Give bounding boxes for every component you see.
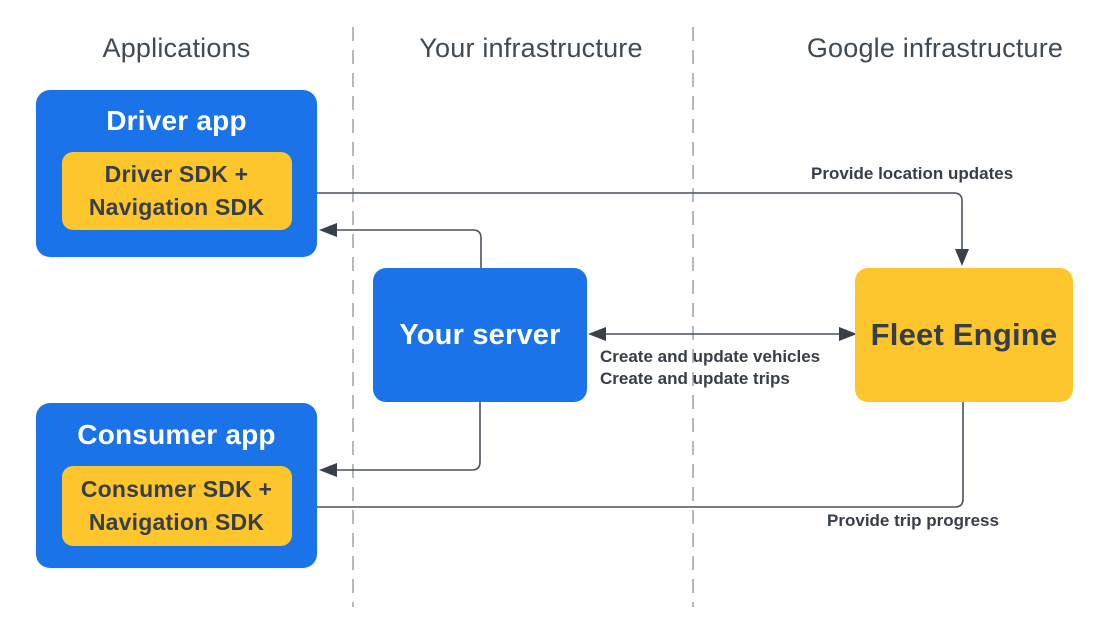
driver-sdk-node: Driver SDK + Navigation SDK — [61, 152, 292, 230]
your-server-node: Your server — [373, 268, 587, 402]
driver-app-title: Driver app — [106, 105, 247, 136]
column-header-google-infrastructure: Google infrastructure — [806, 33, 1064, 63]
consumer-sdk-node: Consumer SDK + Navigation SDK — [61, 466, 292, 546]
column-header-your-infrastructure: Your infrastructure — [419, 33, 643, 63]
fleet-engine-node: Fleet Engine — [855, 268, 1073, 402]
arrow-provide-location-updates — [292, 192, 969, 266]
arrow-provide-trip-progress — [294, 402, 964, 514]
arrow-server-fleet-bidirectional — [588, 327, 857, 341]
label-provide-trip-progress: Provide trip progress — [827, 511, 999, 530]
driver-app-node: Driver app Driver SDK + Navigation SDK — [36, 90, 317, 257]
consumer-sdk-label-line2: Navigation SDK — [88, 509, 265, 535]
consumer-app-node: Consumer app Consumer SDK + Navigation S… — [36, 403, 317, 568]
label-provide-location-updates: Provide location updates — [811, 164, 1014, 183]
driver-sdk-label-line1: Driver SDK + — [104, 161, 249, 187]
column-header-applications: Applications — [102, 33, 251, 63]
driver-sdk-label-line2: Navigation SDK — [88, 194, 265, 220]
label-create-update-trips: Create and update trips — [600, 369, 790, 388]
arrow-server-to-consumer-app — [319, 402, 481, 477]
arrow-server-to-driver-app — [319, 223, 482, 268]
label-create-update-vehicles: Create and update vehicles — [600, 347, 821, 366]
consumer-sdk-label-line1: Consumer SDK + — [80, 476, 273, 502]
consumer-app-title: Consumer app — [77, 418, 276, 450]
